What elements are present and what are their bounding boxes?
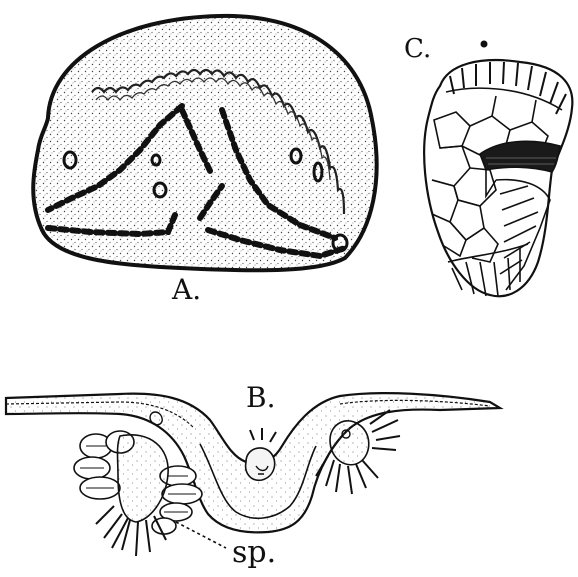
label-c: C. [404, 36, 431, 62]
figure-b-section [6, 393, 500, 556]
figure-c-dot [481, 41, 488, 48]
label-a: A. [172, 276, 201, 304]
label-b: B. [246, 384, 275, 412]
figure-a-disc [33, 16, 376, 270]
figure-c-outline [424, 60, 572, 296]
sp-pointer-line [176, 522, 226, 548]
label-sp: sp. [232, 538, 276, 568]
figure-b-central-bud [246, 448, 275, 480]
figure-c-body [424, 60, 572, 296]
